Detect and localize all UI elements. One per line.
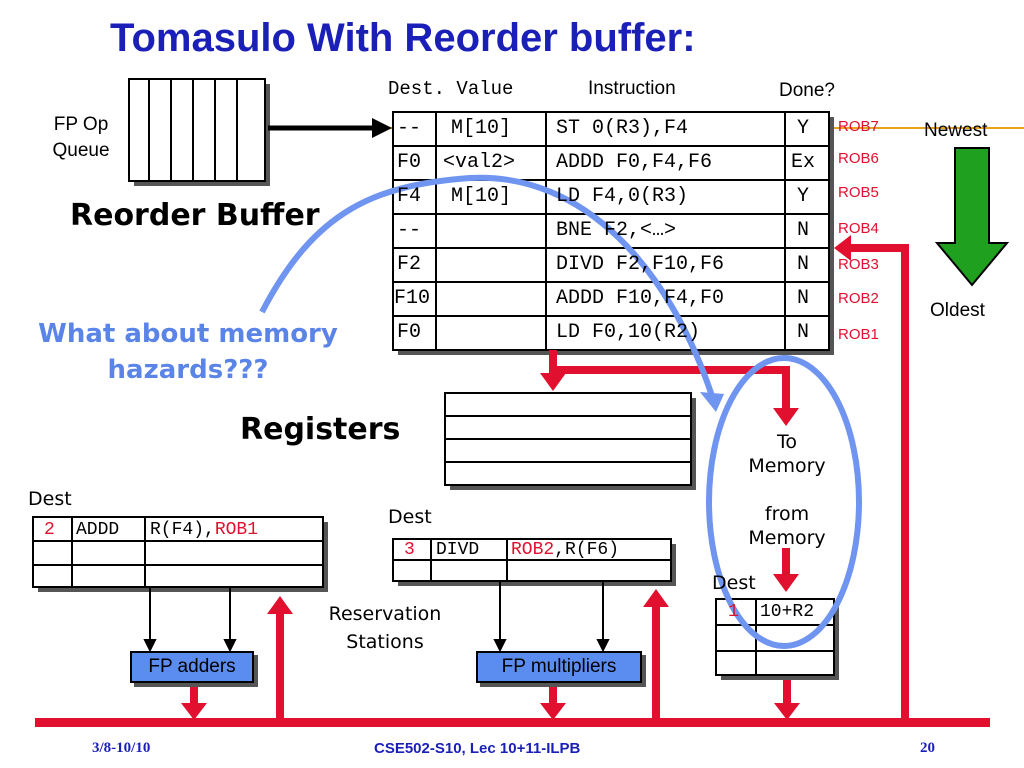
page-title: Tomasulo With Reorder buffer: xyxy=(110,16,696,60)
reorder-buffer-label: Reorder Buffer xyxy=(70,198,320,233)
rob-done: N xyxy=(797,219,810,242)
rob-tag: ROB3 xyxy=(838,256,879,273)
fp-op-queue-line1: FP Op xyxy=(53,114,109,135)
memory-question-line1: What about memory xyxy=(38,319,338,349)
rob-tag: ROB7 xyxy=(838,118,879,135)
rs-mem-tag: 1 xyxy=(728,602,739,622)
fp-op-queue-box xyxy=(128,78,270,186)
from-memory-label: from Memory xyxy=(724,502,850,550)
rs-mult-src1: ROB2 xyxy=(511,540,555,560)
to-memory-line2: Memory xyxy=(748,455,826,477)
rob-header-done: Done? xyxy=(779,80,835,101)
rs-mult-box xyxy=(392,538,676,586)
rob-dest: F10 xyxy=(394,287,431,310)
rob-dest: F0 xyxy=(397,321,422,344)
rs-adders-src2: ROB1 xyxy=(214,520,259,540)
footer-date: 3/8-10/10 xyxy=(92,740,151,756)
rob-value: M[10] xyxy=(451,117,512,140)
rob-instruction: ADDD F10,F4,F0 xyxy=(556,287,725,310)
to-memory-label: To Memory xyxy=(724,430,850,478)
fp-op-queue-line2: Queue xyxy=(52,140,110,161)
rob-instruction: BNE F2,<…> xyxy=(556,219,677,242)
rob-dest: -- xyxy=(397,117,422,140)
memory-hazard-annotation xyxy=(259,174,862,649)
registers-box xyxy=(444,392,696,490)
rob-instruction: ADDD F0,F4,F6 xyxy=(556,151,713,174)
memory-hazard-question: What about memory hazards??? xyxy=(18,316,358,388)
rob-done: N xyxy=(797,287,810,310)
rs-adders-operands: R(F4),ROB1 xyxy=(150,520,258,540)
newest-label: Newest xyxy=(924,120,988,141)
rs-adders-src1: R(F4), xyxy=(150,520,215,540)
footer-course: CSE502-S10, Lec 10+11-ILPB xyxy=(374,740,581,757)
rob-done: Y xyxy=(797,185,810,208)
rob-header-instruction: Instruction xyxy=(588,78,676,99)
reservation-stations-label: Reservation Stations xyxy=(300,600,470,656)
rob-dest: -- xyxy=(397,219,422,242)
rob-instruction: LD F0,10(R2) xyxy=(556,321,701,344)
rs-to-units-arrows xyxy=(143,582,610,653)
oldest-label: Oldest xyxy=(930,300,985,321)
rs-mem-dest-label: Dest xyxy=(712,572,756,594)
rs-mult-src2: ,R(F6) xyxy=(554,540,620,560)
rs-mult-operands: ROB2,R(F6) xyxy=(511,540,619,560)
rob-instruction: LD F4,0(R3) xyxy=(556,185,689,208)
rs-adders-tag: 2 xyxy=(44,520,55,540)
rs-adders-box xyxy=(32,516,328,592)
reservation-stations-line1: Reservation xyxy=(328,603,442,625)
rob-table-frame xyxy=(392,111,834,355)
rob-dest: F4 xyxy=(397,185,422,208)
rob-header-dest-value: Dest. Value xyxy=(388,78,514,100)
rob-dest: F2 xyxy=(397,253,422,276)
rob-tag: ROB2 xyxy=(838,290,879,307)
newest-to-oldest-arrow xyxy=(934,147,1010,287)
rob-value: M[10] xyxy=(451,185,512,208)
rob-done: N xyxy=(797,321,810,344)
fp-multipliers-unit: FP multipliers xyxy=(476,651,642,683)
rob-tag: ROB1 xyxy=(838,326,879,343)
rob-instruction: ST 0(R3),F4 xyxy=(556,117,689,140)
rs-adders-op: ADDD xyxy=(76,520,120,540)
rob-done: Ex xyxy=(791,151,816,174)
rob-instruction: DIVD F2,F10,F6 xyxy=(556,253,725,276)
registers-label: Registers xyxy=(240,412,401,447)
from-memory-line1: from xyxy=(764,503,810,525)
rob-dest: F0 xyxy=(397,151,422,174)
rs-mult-op: DIVD xyxy=(436,540,480,560)
rs-adders-dest-label: Dest xyxy=(28,488,72,510)
rs-mult-tag: 3 xyxy=(404,540,415,560)
memory-question-line2: hazards??? xyxy=(107,355,269,385)
common-data-bus xyxy=(35,235,990,727)
from-memory-line2: Memory xyxy=(748,527,826,549)
rob-tag: ROB6 xyxy=(838,150,879,167)
rob-done: N xyxy=(797,253,810,276)
rob-done: Y xyxy=(797,117,810,140)
rob-value: <val2> xyxy=(443,151,516,174)
fp-adders-unit: FP adders xyxy=(130,651,254,683)
to-memory-line1: To xyxy=(776,431,797,453)
fp-op-queue-label: FP Op Queue xyxy=(36,112,126,164)
rob-tag: ROB5 xyxy=(838,184,879,201)
reservation-stations-line2: Stations xyxy=(346,631,424,653)
rs-mult-dest-label: Dest xyxy=(388,506,432,528)
rs-mem-op: 10+R2 xyxy=(760,602,815,622)
rob-tag: ROB4 xyxy=(838,220,879,237)
annotation-arrowhead xyxy=(700,392,724,412)
footer-page-number: 20 xyxy=(920,740,935,756)
queue-to-rob-arrow xyxy=(268,118,392,138)
